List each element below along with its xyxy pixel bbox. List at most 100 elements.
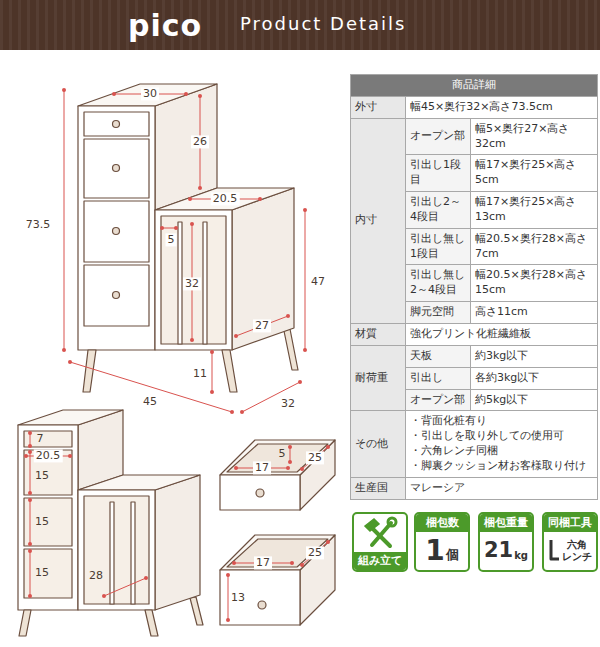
cabinet-outline [190, 597, 203, 625]
dimension-label: 27 [253, 319, 271, 332]
table-cell: 引出し無し2～4段目 [406, 265, 471, 302]
cabinet-outline [284, 329, 298, 370]
table-value: 幅20.5×奥行28×高さ7cm [475, 232, 593, 262]
dimension-dot [28, 542, 32, 546]
table-cell: 内寸 [351, 118, 406, 323]
icon-area [354, 514, 406, 552]
badge-value: 六角 レンチ [561, 539, 593, 562]
cabinet-outline [178, 222, 182, 344]
cabinet-outline [78, 475, 200, 490]
page-title: Product Details [240, 13, 406, 34]
dimension-dot [303, 208, 307, 212]
dimension-dot [198, 186, 202, 190]
dimension-label: 20.5 [34, 449, 63, 462]
table-subkey: 引出し [410, 371, 466, 386]
cabinet-outline [161, 216, 226, 344]
cabinet-outline [24, 498, 72, 546]
dimension-line [228, 575, 229, 620]
badge-body: 21kg [480, 532, 532, 570]
dimension-dot [290, 561, 294, 565]
dimension-label: 13 [231, 591, 245, 604]
dimension-label: 15 [35, 566, 49, 579]
badge-body: 六角 レンチ [544, 532, 596, 570]
table-value: 約3kg以下 [475, 349, 593, 364]
table-cell: 各約3kg以下 [471, 367, 598, 389]
dimension-line [212, 352, 213, 392]
dimension-dot [28, 549, 32, 553]
dimension-line [64, 90, 65, 350]
dimension-label: 20.5 [211, 192, 240, 205]
dimension-dot [24, 88, 330, 622]
table-subkey: オープン部 [410, 393, 466, 408]
dimension-label: 25 [306, 451, 324, 464]
dimension-dot [68, 360, 72, 364]
cabinet-outline [84, 265, 149, 326]
cabinet-outline [113, 292, 120, 299]
table-subkey: 引出し1段目 [410, 158, 466, 188]
dimension-line [290, 447, 291, 462]
cabinet-outline [222, 350, 237, 392]
drawer-outline [300, 535, 335, 625]
dimension-line [30, 500, 31, 544]
dimension-dot [240, 410, 244, 414]
logo-text: pico [128, 8, 202, 43]
dimension-dot [112, 92, 116, 96]
cabinet-outline [84, 112, 149, 136]
table-value: 各約3kg以下 [475, 371, 593, 386]
dimension-label: 17 [253, 461, 271, 474]
dimension-dot [288, 460, 292, 464]
table-cell: 生産国 [351, 477, 406, 499]
cabinet-outline [18, 410, 123, 425]
table-cell: 商品詳細 [351, 75, 598, 97]
dimension-dot [62, 88, 66, 92]
cabinet-outline [19, 610, 31, 636]
table-cell: マレーシア [406, 477, 598, 499]
tools-icon [388, 518, 396, 526]
table-row: その他・背面化粧有り・引出しを取り外しての使用可・六角レンチ同梱・脚裏クッション… [351, 411, 598, 477]
cabinet-outline [113, 228, 120, 235]
table-key: 耐荷重 [355, 371, 401, 386]
table-value: 幅17×奥行25×高さ5cm [475, 158, 593, 188]
cabinet-outline [113, 165, 120, 172]
table-row: 外寸幅45×奥行32×高さ73.5cm [351, 96, 598, 118]
drawer-outline [220, 570, 300, 625]
cabinet-outline [78, 106, 155, 350]
dimension-line [242, 382, 300, 412]
dimension-label: 15 [35, 515, 49, 528]
dimension-line [30, 452, 31, 493]
cabinet-outline [84, 496, 149, 604]
dimension-dot [28, 498, 32, 502]
cabinet-outline [131, 502, 135, 604]
tools-icon [365, 519, 379, 531]
table-key: 材質 [355, 327, 401, 342]
dimension-dot [184, 92, 188, 96]
dimension-label: 11 [193, 367, 207, 380]
cabinet-outline [83, 350, 96, 392]
table-subkey: 脚元空間 [410, 305, 466, 320]
spec-badge: 組み立て [352, 512, 408, 572]
spec-badge: 同梱工具 六角 レンチ [542, 512, 598, 572]
table-row: 生産国マレーシア [351, 477, 598, 499]
badge-heading: 同梱工具 [544, 514, 596, 532]
table-row: 耐荷重天板約3kg以下 [351, 345, 598, 367]
dimension-dot [288, 445, 292, 449]
spec-table: 商品詳細外寸幅45×奥行32×高さ73.5cm内寸オープン部幅5×奥行27×高さ… [350, 74, 598, 500]
tools-icon [372, 523, 391, 545]
table-cell: オープン部 [406, 118, 471, 155]
dimension-dot [188, 197, 192, 201]
table-cell: 引出し [406, 367, 471, 389]
cabinet-outline [110, 502, 114, 604]
table-heading: 商品詳細 [355, 78, 593, 93]
dimension-line [236, 316, 288, 336]
table-subkey: 引出し2～4段目 [410, 195, 466, 225]
cabinet-outline [155, 210, 232, 350]
dimension-dot [28, 444, 32, 448]
badge-heading: 梱包重量 [480, 514, 532, 532]
hex-key-icon [551, 540, 559, 559]
table-cell: ・背面化粧有り・引出しを取り外しての使用可・六角レンチ同梱・脚裏クッション材お客… [406, 411, 598, 477]
table-cell: 幅17×奥行25×高さ13cm [471, 192, 598, 229]
table-cell: 幅20.5×奥行28×高さ7cm [471, 228, 598, 265]
cabinet-outline [78, 84, 298, 392]
dimension-dot [198, 94, 202, 98]
table-cell: オープン部 [406, 389, 471, 411]
